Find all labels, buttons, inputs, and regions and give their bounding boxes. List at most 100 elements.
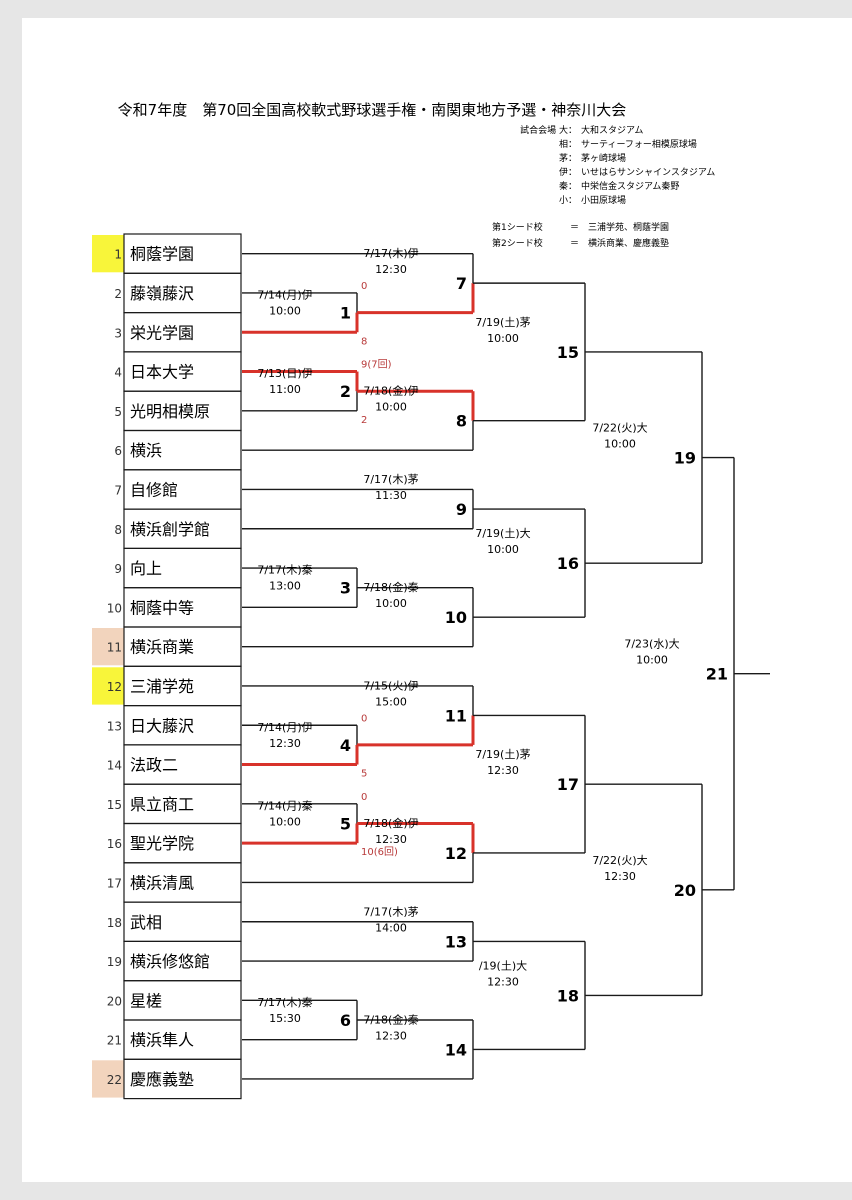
game-date: 7/18(金)秦	[363, 1012, 418, 1026]
game-time: 15:30	[269, 1012, 301, 1025]
team-number: 22	[107, 1073, 122, 1087]
game-date: 7/19(土)茅	[475, 748, 530, 761]
game-number: 20	[674, 881, 696, 900]
page-title: 令和7年度 第70回全国高校軟式野球選手権・南関東地方予選・神奈川大会	[118, 101, 627, 119]
team-name: 桐蔭中等	[130, 598, 194, 617]
team-name: 聖光学院	[130, 834, 194, 853]
game-date: 7/23(水)大	[624, 637, 679, 651]
team-box	[123, 1058, 242, 1100]
game-score: 0	[361, 792, 367, 803]
game-time: 10:00	[487, 332, 519, 345]
game-date: /19(土)大	[479, 958, 527, 972]
game-time: 12:30	[375, 1029, 407, 1042]
team-number: 21	[107, 1034, 122, 1048]
team-name: 慶應義塾	[130, 1070, 194, 1089]
game-score: 10(6回)	[361, 846, 398, 858]
game-time: 10:00	[636, 654, 668, 667]
team-name: 自修館	[130, 480, 178, 499]
team-name: 法政二	[130, 756, 178, 775]
game-time: 12:30	[375, 263, 407, 276]
venue-code: 伊：	[559, 166, 577, 178]
team-name: 横浜清風	[130, 873, 194, 892]
game-number: 17	[557, 775, 579, 794]
game-score: 8	[361, 336, 367, 347]
bracket-lines	[242, 252, 770, 1080]
team-name: 星槎	[130, 991, 162, 1010]
venue-code: 試合会場 大：	[520, 124, 577, 136]
game-date: 7/14(月)伊	[257, 289, 312, 302]
game-date: 7/18(金)伊	[363, 816, 418, 830]
team-name: 向上	[130, 559, 162, 578]
game-score: 0	[361, 281, 367, 292]
game-number: 8	[456, 412, 467, 431]
team-number: 15	[107, 798, 122, 812]
game-time: 10:00	[375, 401, 407, 414]
seed-label: 第2シード校	[492, 237, 543, 249]
team-name: 横浜隼人	[130, 1031, 194, 1050]
game-time: 10:00	[269, 816, 301, 829]
tournament-bracket: 令和7年度 第70回全国高校軟式野球選手権・南関東地方予選・神奈川大会 試合会場…	[92, 101, 770, 1100]
bracket-sheet: 令和7年度 第70回全国高校軟式野球選手権・南関東地方予選・神奈川大会 試合会場…	[22, 18, 852, 1182]
game-number: 2	[340, 382, 351, 401]
team-number: 16	[107, 837, 122, 851]
game-number: 15	[557, 343, 579, 362]
team-name: 武相	[130, 913, 162, 932]
seed-highlight	[92, 235, 124, 273]
team-name: 横浜創学館	[130, 520, 210, 539]
game-number: 6	[340, 1011, 351, 1030]
seed-label: 第1シード校	[492, 221, 543, 233]
game-date: 7/18(金)秦	[363, 580, 418, 594]
team-name: 日大藤沢	[130, 716, 194, 735]
game-time: 15:00	[375, 695, 407, 708]
game-time: 11:30	[375, 489, 407, 502]
team-number: 2	[114, 287, 122, 301]
team-name: 横浜	[130, 441, 162, 460]
game-date: 7/17(木)茅	[363, 905, 418, 918]
venue-list: 試合会場 大：大和スタジアム相：サーティーフォー相模原球場茅：茅ヶ崎球場伊：いせ…	[520, 124, 715, 206]
team-number: 1	[114, 248, 122, 262]
game-time: 10:00	[487, 543, 519, 556]
game-date: 7/14(月)秦	[257, 799, 312, 813]
team-number: 4	[114, 366, 122, 380]
game-date: 7/14(月)伊	[257, 721, 312, 734]
team-number: 17	[107, 876, 122, 890]
game-number: 11	[445, 706, 467, 725]
team-name: 桐蔭学園	[130, 245, 194, 264]
venue-code: 小：	[559, 195, 577, 206]
game-time: 10:00	[604, 438, 636, 451]
game-date: 7/19(土)大	[475, 526, 530, 540]
team-number: 8	[114, 523, 122, 537]
venue-code: 茅：	[559, 153, 577, 164]
game-number: 21	[706, 665, 728, 684]
venue-name: いせはらサンシャインスタジアム	[581, 167, 715, 178]
team-name: 横浜修悠館	[130, 952, 210, 971]
team-number: 18	[107, 916, 122, 930]
venue-name: 中栄信金スタジアム秦野	[581, 180, 679, 192]
seed-schools: 横浜商業、慶應義塾	[588, 237, 669, 249]
team-name: 日本大学	[130, 363, 194, 382]
game-date: 7/13(日)伊	[257, 367, 312, 380]
game-number: 5	[340, 815, 351, 834]
team-number: 9	[114, 562, 122, 576]
team-name: 藤嶺藤沢	[130, 284, 194, 303]
game-number: 12	[445, 844, 467, 863]
team-number: 7	[114, 483, 122, 497]
team-number: 11	[107, 641, 122, 655]
game-number: 7	[456, 274, 467, 293]
game-number: 10	[445, 608, 467, 627]
venue-name: サーティーフォー相模原球場	[581, 138, 697, 150]
seed-eq: ＝	[570, 239, 579, 249]
game-time: 12:30	[375, 833, 407, 846]
seed-eq: ＝	[570, 223, 579, 233]
game-number: 1	[340, 304, 351, 323]
team-number: 13	[107, 719, 122, 733]
game-number: 18	[557, 986, 579, 1005]
seed-highlight	[92, 667, 124, 705]
team-number: 14	[107, 759, 122, 773]
team-name: 横浜商業	[130, 638, 194, 657]
game-time: 12:30	[487, 975, 519, 988]
game-number: 14	[445, 1040, 467, 1059]
team-number: 6	[114, 444, 122, 458]
game-number: 19	[674, 449, 696, 468]
